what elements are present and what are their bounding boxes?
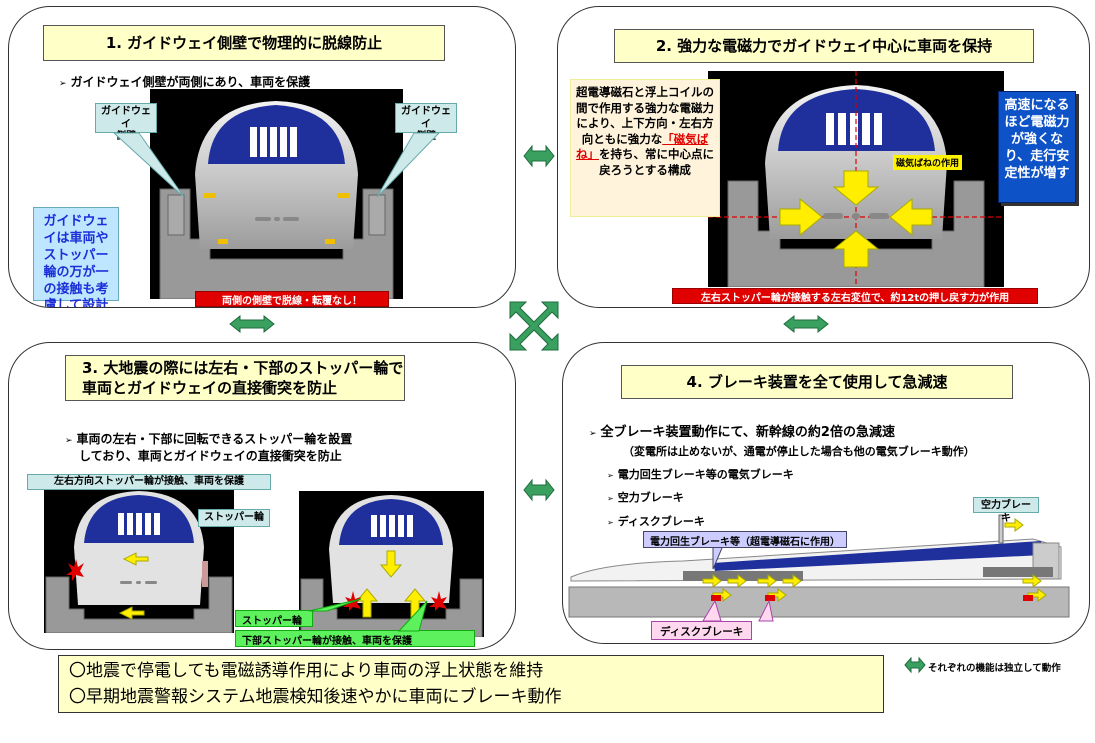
magnetic-spring-label: 磁気ばねの作用: [893, 155, 963, 170]
panel-2: 2. 強力な電磁力でガイドウェイ中心に車両を保持: [557, 6, 1090, 308]
bullet-arrow-icon: ➢: [607, 471, 614, 480]
diagonal-cross-arrows: [509, 301, 559, 351]
bullet-arrow-icon: ➢: [59, 79, 67, 89]
panel-2-red-banner: 左右ストッパー輪が接触する左右変位で、約12tの押し戻す力が作用: [672, 288, 1038, 304]
train-guideway-illustration: [159, 101, 394, 299]
panel-4-bullet-text: 全ブレーキ装置動作にて、新幹線の約2倍の急減速: [600, 425, 895, 440]
panel-4: 4. ブレーキ装置を全て使用して急減速 ➢全ブレーキ装置動作にて、新幹線の約2倍…: [562, 342, 1090, 644]
lateral-stopper-scene: [44, 487, 234, 633]
magnetic-spring-highlight: 「磁気ばね」: [576, 131, 709, 162]
brake-item-3-text: ディスクブレーキ: [617, 515, 705, 528]
panel-4-substation-note: （変電所は止めないが、通電が停止した場合も他の電気ブレーキ動作）: [623, 445, 975, 458]
double-arrow-v-right: [783, 314, 829, 334]
magnetic-force-description: 超電導磁石と浮上コイルの間で作用する強力な電磁力により、上下方向・左右方向ともに…: [570, 79, 720, 217]
legend-double-arrow-icon: [904, 657, 926, 673]
brake-item-3: ➢ディスクブレーキ: [607, 513, 705, 529]
guideway-sidewall-label-right: ガイドウェイ 側壁: [395, 103, 457, 142]
summary-line-1: 〇地震で停電しても電磁誘導作用により車両の浮上状態を維持: [69, 661, 544, 681]
train-side-brake-illustration: [568, 514, 1070, 622]
panel-1-red-banner: 両側の側壁で脱線・転覆なし！: [195, 291, 389, 307]
panel-4-bullet: ➢全ブレーキ装置動作にて、新幹線の約2倍の急減速: [589, 421, 895, 440]
double-arrow-v-left: [229, 314, 275, 334]
magnetic-spring-illustration: [708, 71, 1004, 287]
panel-3-bullet: ➢車両の左右・下部に回転できるストッパー輪を設置 しており、車両とガイドウェイの…: [65, 431, 352, 465]
panel-3-bullet-line-1: 車両の左右・下部に回転できるストッパー輪を設置: [76, 432, 353, 446]
panel-3: 3. 大地震の際には左右・下部のストッパー輪で 車両とガイドウェイの直接衝突を防…: [8, 342, 516, 650]
bullet-arrow-icon: ➢: [607, 518, 614, 527]
panel-1-title: 1. ガイドウェイ側壁で物理的に脱線防止: [43, 25, 445, 61]
stopper-wheel-label-right: ストッパー輪: [198, 509, 270, 527]
brake-item-2-text: 空力ブレーキ: [617, 491, 684, 504]
disc-brake-label: ディスクブレーキ: [651, 621, 753, 640]
lateral-stopper-contact-label: 左右方向ストッパー輪が接触、車両を保護: [27, 474, 271, 490]
panel-1-scene: [150, 89, 403, 299]
bullet-arrow-icon: ➢: [607, 494, 614, 503]
bottom-stopper-contact-label: 下部ストッパー輪が接触、車両を保護: [235, 630, 475, 647]
panel-1: 1. ガイドウェイ側壁で物理的に脱線防止 ➢ガイドウェイ側壁が両側にあり、車両を…: [8, 6, 516, 308]
brake-item-2: ➢空力ブレーキ: [607, 489, 684, 505]
panel-2-title: 2. 強力な電磁力でガイドウェイ中心に車両を保持: [614, 29, 1034, 63]
aero-brake-label: 空力ブレーキ: [973, 497, 1039, 524]
high-speed-stability-note: 高速になるほど電磁力が強くなり、走行安定性が増す: [998, 91, 1076, 203]
bullet-arrow-icon: ➢: [589, 429, 597, 439]
guideway-sidewall-label-left: ガイドウェイ 側壁: [95, 103, 157, 142]
bottom-stopper-scene: [299, 491, 484, 637]
panel-3-title: 3. 大地震の際には左右・下部のストッパー輪で 車両とガイドウェイの直接衝突を防…: [65, 355, 405, 401]
legend-text: それぞれの機能は独立して動作: [928, 663, 1061, 674]
summary-box: 〇地震で停電しても電磁誘導作用により車両の浮上状態を維持 〇早期地震警報システム…: [58, 655, 884, 713]
guideway-design-note: ガイドウェイは車両やストッパー輪の万が一の接触も考慮して設計: [33, 207, 119, 307]
panel-3-bullet-line-2: しており、車両とガイドウェイの直接衝突を防止: [79, 448, 342, 463]
panel-2-scene: [708, 71, 1004, 287]
magnetic-force-text: 超電導磁石と浮上コイルの間で作用する強力な電磁力により、上下方向・左右方向ともに…: [576, 85, 714, 146]
double-arrow-h-bottom: [523, 478, 555, 502]
brake-item-1: ➢電力回生ブレーキ等の電気ブレーキ: [607, 466, 794, 482]
panel-1-bullet-text: ガイドウェイ側壁が両側にあり、車両を保護: [70, 75, 311, 89]
bottom-stopper-illustration: [300, 495, 483, 637]
lateral-stopper-illustration: [45, 491, 233, 633]
magnetic-force-text-end: を持ち、常に中心点に戻ろうとする構成: [599, 147, 714, 177]
regen-brake-label: 電力回生ブレーキ等（超電導磁石に作用）: [643, 531, 847, 548]
panel-4-title: 4. ブレーキ装置を全て使用して急減速: [621, 365, 1013, 399]
stopper-wheel-label-green: ストッパー輪: [235, 610, 313, 627]
double-arrow-h-top: [523, 144, 555, 168]
bullet-arrow-icon: ➢: [65, 436, 73, 446]
brake-item-1-text: 電力回生ブレーキ等の電気ブレーキ: [617, 468, 794, 481]
panel-1-bullet: ➢ガイドウェイ側壁が両側にあり、車両を保護: [59, 73, 310, 90]
summary-line-2: 〇早期地震警報システム地震検知後速やかに車両にブレーキ動作: [69, 686, 562, 707]
